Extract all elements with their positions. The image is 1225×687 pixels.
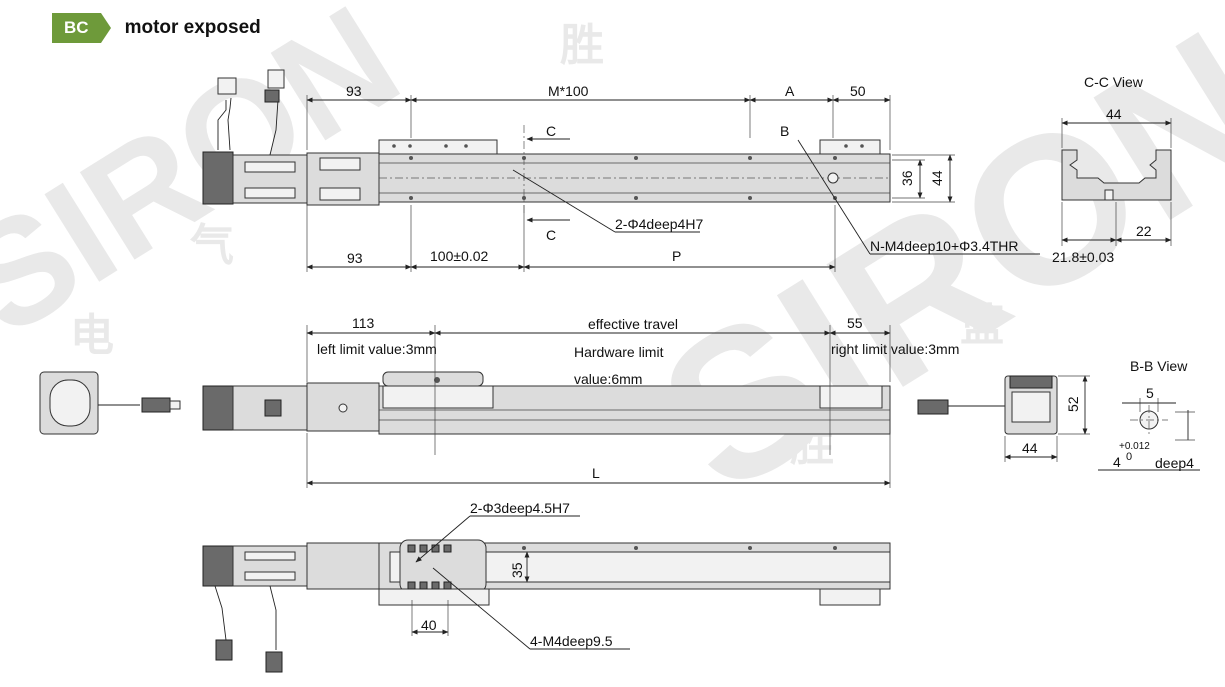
motor-connector-plug xyxy=(264,89,280,103)
watermark-char-2: 电 xyxy=(70,311,114,360)
top-view: 93 M*100 A 50 93 100±0.02 P 36 44 C C 2-… xyxy=(202,69,1040,272)
callout-bottom-threads: 4-M4deep9.5 xyxy=(530,633,613,649)
section-title: motor exposed xyxy=(124,17,261,38)
bottom-dim-40: 40 xyxy=(421,617,437,633)
dim-93-top: 93 xyxy=(346,83,362,99)
bb-tol-zero: 0 xyxy=(1126,451,1132,463)
callout-bottom-pins: 2-Φ3deep4.5H7 xyxy=(470,500,570,516)
cc-dim-22: 22 xyxy=(1136,223,1152,239)
cc-dim-21-8: 21.8±0.03 xyxy=(1052,249,1114,265)
end-plate xyxy=(819,139,881,155)
dim-93-bottom: 93 xyxy=(347,250,363,266)
bb-size: 4 xyxy=(1113,454,1121,470)
dim-100-tol: 100±0.02 xyxy=(430,248,489,264)
end-dim-52: 52 xyxy=(1065,396,1081,412)
right-limit-text: right limit value:3mm xyxy=(831,341,959,357)
slider-plate xyxy=(378,139,498,155)
bottom-connector-a xyxy=(215,639,233,661)
side-carriage xyxy=(382,371,484,387)
dim-effective-travel: effective travel xyxy=(588,316,678,332)
bb-dim-5: 5 xyxy=(1146,385,1154,401)
bb-view: B-B View 5 +0.012 0 4 deep4 xyxy=(1098,358,1200,471)
motor-connector-b xyxy=(267,69,285,89)
cc-view-title: C-C View xyxy=(1084,74,1144,90)
dim-44: 44 xyxy=(929,170,945,186)
end-dim-44: 44 xyxy=(1022,440,1038,456)
watermark-char-4: 蓝 xyxy=(960,301,1004,350)
dim-p: P xyxy=(672,248,681,264)
hardware-limit-value: value:6mm xyxy=(574,371,642,387)
bottom-connector-b xyxy=(265,651,283,673)
cc-view: C-C View 44 22 21.8±0.03 xyxy=(1052,74,1172,265)
callout-pin-holes: 2-Φ4deep4H7 xyxy=(615,216,703,232)
dim-l: L xyxy=(592,465,600,481)
bb-view-title: B-B View xyxy=(1130,358,1188,374)
section-c-top: C xyxy=(546,123,556,139)
end-view: 52 44 xyxy=(917,375,1090,462)
watermark-char-3: 气 xyxy=(190,221,234,270)
section-b-label: B xyxy=(780,123,789,139)
dim-36: 36 xyxy=(899,170,915,186)
dim-55: 55 xyxy=(847,315,863,331)
mounting-holes xyxy=(392,144,864,200)
left-connector xyxy=(141,397,171,413)
bb-tolerance: +0.012 xyxy=(1119,441,1150,452)
motor-connector-a xyxy=(217,77,237,95)
section-code-badge: BC xyxy=(52,13,111,43)
dim-113: 113 xyxy=(352,315,375,331)
cc-profile xyxy=(1061,149,1172,201)
cc-dim-44: 44 xyxy=(1106,106,1122,122)
hardware-limit-text: Hardware limit xyxy=(574,344,664,360)
bottom-holes xyxy=(407,544,837,590)
callout-thread-holes: N-M4deep10+Φ3.4THR xyxy=(870,238,1019,254)
dim-m100: M*100 xyxy=(548,83,589,99)
right-connector xyxy=(917,399,949,415)
dim-50: 50 xyxy=(850,83,866,99)
bottom-dim-35: 35 xyxy=(509,562,525,578)
watermark-char-1: 胜 xyxy=(560,21,604,70)
dim-a: A xyxy=(785,83,795,99)
side-view: 113 effective travel 55 left limit value… xyxy=(39,315,959,488)
motor-cap xyxy=(202,151,234,205)
section-header: BC motor exposed xyxy=(52,13,261,46)
bottom-view: 40 35 2-Φ3deep4.5H7 4-M4deep9.5 xyxy=(202,500,891,673)
bb-depth: deep4 xyxy=(1155,455,1194,471)
left-limit-text: left limit value:3mm xyxy=(317,341,437,357)
section-c-bottom: C xyxy=(546,227,556,243)
